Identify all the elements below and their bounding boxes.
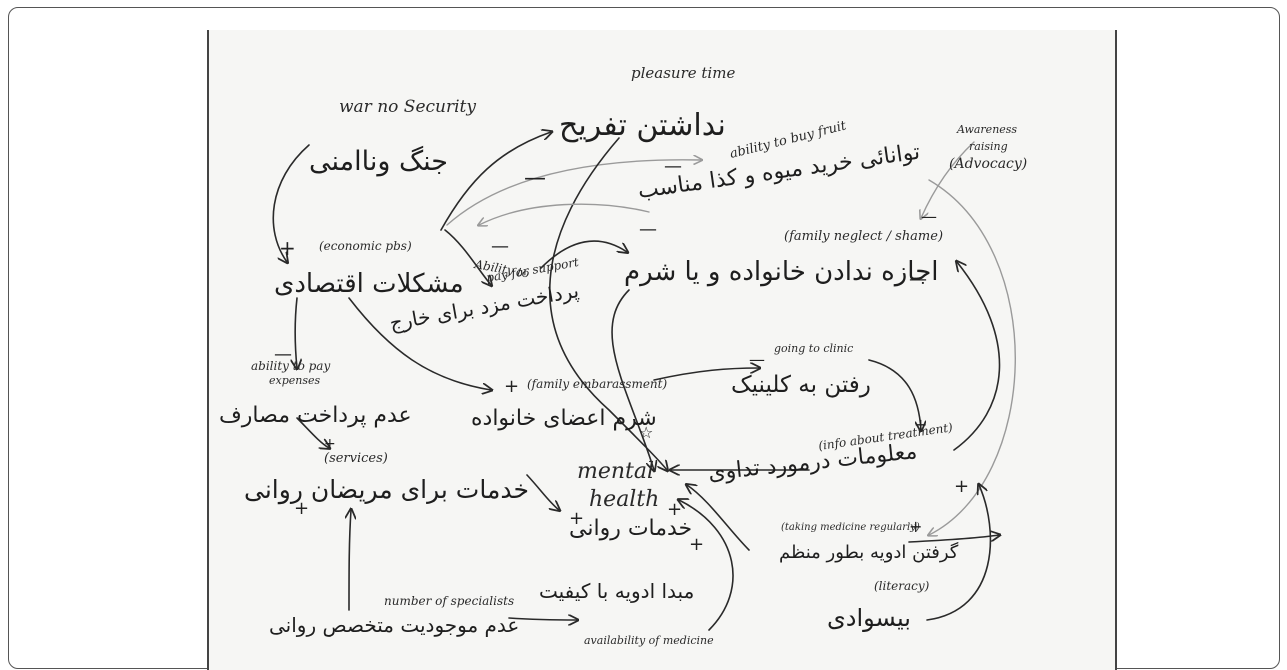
sign-plus: + <box>689 534 704 555</box>
sign-plus: + <box>504 376 519 397</box>
stigma-label-fa: اجازه ندادن خانواده و یا شرم <box>624 257 939 287</box>
node-services: (services) خدمات برای مریضان روانی <box>244 451 529 505</box>
clinic-label-en: going to clinic <box>774 342 853 355</box>
advocacy-label-3: (Advocacy) <box>949 156 1027 172</box>
node-advocacy: Awareness raising (Advocacy) <box>949 123 1027 172</box>
edge-economic-pleasure <box>440 132 551 231</box>
edge-specialists-availability <box>508 618 577 620</box>
node-expenses: ability to pay expenses عدم پرداخت مصارف <box>219 359 412 428</box>
expenses-label-en1: ability to pay <box>251 359 330 373</box>
economic-label-fa: مشکلات اقتصادی <box>274 269 464 299</box>
edge-economic-fruit <box>446 160 701 226</box>
stigma-label-en: (family neglect / shame) <box>784 229 943 244</box>
sign-minus: — <box>921 207 937 226</box>
edge-info-stigma <box>953 262 1001 451</box>
edge-availability-mental <box>679 500 734 631</box>
embarrass-label-fa: شرم اعضای خانواده <box>471 406 657 431</box>
mental-label-en1: mental <box>577 459 654 484</box>
services-label-fa: خدمات برای مریضان روانی <box>244 475 529 505</box>
mental-label-fa: خدمات روانی <box>569 516 692 541</box>
edge-support-stigma <box>540 240 627 269</box>
node-war: war no Security جنگ وناامنی <box>309 97 476 177</box>
node-mental: mental health خدمات روانی <box>569 459 692 541</box>
sign-plus: + <box>954 476 969 497</box>
sign-minus: — <box>749 350 765 369</box>
whiteboard-paper: war no Security جنگ وناامنی pleasure tim… <box>207 30 1117 670</box>
sign-plus: + <box>914 415 927 434</box>
expenses-label-en2: expenses <box>269 374 321 387</box>
edge-advocacy-meds <box>929 179 1016 535</box>
node-embarrass: (family embarassment) شرم اعضای خانواده <box>471 377 667 431</box>
sign-minus: — <box>664 156 682 177</box>
sign-minus: — <box>274 344 292 365</box>
sign-plus: + <box>294 498 309 519</box>
embarrass-label-en: (family embarassment) <box>527 377 667 391</box>
economic-label-en: (economic pbs) <box>319 239 412 253</box>
edge-stigma-economic <box>479 203 650 225</box>
node-clinic: going to clinic رفتن به کلینیک <box>731 342 871 398</box>
node-meds: (taking medicine regularly) گرفتن ادویه … <box>779 522 959 563</box>
sign-minus: — <box>639 219 657 240</box>
sign-plus: + <box>324 436 336 452</box>
edge-stigma-mental <box>611 289 654 470</box>
sign-minus: — <box>524 166 546 191</box>
pleasure-label-en: pleasure time <box>631 64 735 82</box>
edge-clinic-info <box>868 359 921 430</box>
edge-war-economic <box>272 144 310 262</box>
edge-advocacy-stigma <box>921 141 975 218</box>
specialists-label-fa: عدم موجودیت متخصص روانی <box>269 613 519 637</box>
edge-expenses-services <box>296 417 329 448</box>
sign-plus: + <box>667 499 682 520</box>
clinic-label-fa: رفتن به کلینیک <box>731 372 871 398</box>
node-availability: مبدا ادویه با کیفیت availability of medi… <box>539 579 714 647</box>
sign-minus: — <box>909 269 927 290</box>
edges <box>272 132 1016 631</box>
node-economic: (economic pbs) مشکلات اقتصادی <box>274 239 464 299</box>
info-label-fa: معلومات درمورد تداوی <box>707 439 918 486</box>
edge-services-mental <box>526 474 559 510</box>
node-literacy: (literacy) بیسوادی <box>827 579 930 632</box>
literacy-label-en: (literacy) <box>874 579 930 593</box>
availability-label-en: availability of medicine <box>584 634 714 647</box>
sign-star: ☆ <box>639 423 653 442</box>
sign-plus: + <box>279 236 296 260</box>
node-stigma: (family neglect / shame) اجازه ندادن خان… <box>624 229 943 287</box>
edge-literacy-meds <box>908 535 999 543</box>
edge-specialists-services <box>349 510 351 611</box>
advocacy-label-1: Awareness <box>956 123 1017 136</box>
pleasure-label-fa: نداشتن تفریح <box>559 108 726 143</box>
war-label-en: war no Security <box>339 97 476 117</box>
specialists-label-en: number of specialists <box>384 594 514 608</box>
edge-economic-embarrass <box>348 297 491 390</box>
edge-embarrass-clinic <box>653 368 759 381</box>
mental-label-en2: health <box>589 487 659 512</box>
sign-plus: + <box>909 517 922 536</box>
meds-label-en: (taking medicine regularly) <box>781 522 920 533</box>
expenses-label-fa: عدم پرداخت مصارف <box>219 403 412 428</box>
meds-label-fa: گرفتن ادویه بطور منظم <box>779 541 959 563</box>
services-label-en: (services) <box>324 451 388 466</box>
edge-literacy-info <box>926 485 992 621</box>
figure-frame: war no Security جنگ وناامنی pleasure tim… <box>8 7 1280 670</box>
literacy-label-fa: بیسوادی <box>827 604 911 632</box>
advocacy-label-2: raising <box>969 140 1008 153</box>
sign-minus: — <box>491 236 509 257</box>
edge-meds-mental <box>687 485 750 551</box>
war-label-fa: جنگ وناامنی <box>309 145 448 177</box>
polarity-signs: + — — — — — — — + — + + + + + + + + ☆ <box>274 156 969 555</box>
sign-plus: + <box>569 508 584 529</box>
edge-economic-support <box>444 229 491 285</box>
node-pleasure: pleasure time نداشتن تفریح <box>559 64 735 143</box>
edge-economic-expenses <box>295 297 297 368</box>
availability-label-fa: مبدا ادویه با کیفیت <box>539 579 694 603</box>
node-specialists: number of specialists عدم موجودیت متخصص … <box>269 594 519 637</box>
causal-loop-diagram: war no Security جنگ وناامنی pleasure tim… <box>219 64 1027 647</box>
